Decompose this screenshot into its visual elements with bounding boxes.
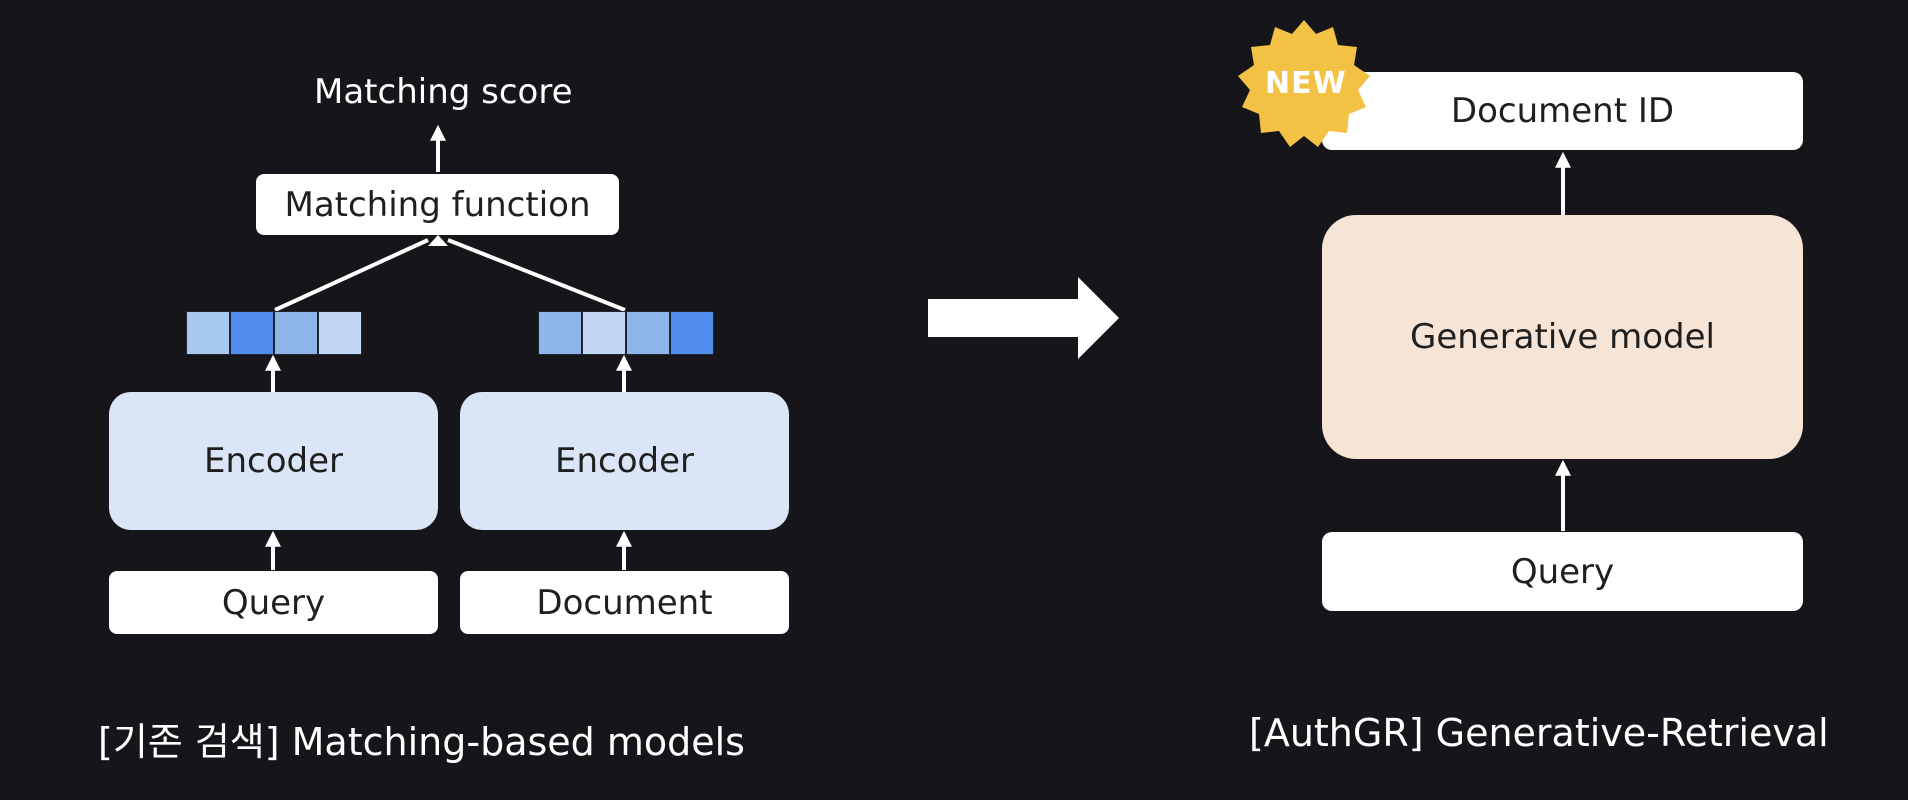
- line-left-vector-to-function: [274, 238, 429, 312]
- vector-cell: [230, 311, 274, 355]
- matching-score-label: Matching score: [314, 72, 573, 112]
- vector-cell: [186, 311, 230, 355]
- line-right-vector-to-function: [447, 238, 626, 312]
- document-input-box: Document: [460, 571, 789, 634]
- new-badge-label: NEW: [1265, 66, 1347, 101]
- vector-cell: [670, 311, 714, 355]
- vector-cell: [274, 311, 318, 355]
- vector-cell: [626, 311, 670, 355]
- document-id-box: Document ID: [1322, 72, 1803, 150]
- new-badge-icon: [1238, 20, 1370, 147]
- right-arrow-icon: [928, 277, 1119, 359]
- query-embedding-vector: [186, 311, 362, 355]
- query-encoder-box: Encoder: [109, 392, 438, 530]
- vector-cell: [318, 311, 362, 355]
- vector-cell: [538, 311, 582, 355]
- generative-retrieval-caption: [AuthGR] Generative-Retrieval: [1249, 711, 1829, 755]
- matching-based-caption: [기존 검색] Matching-based models: [98, 720, 745, 764]
- right-query-input-box: Query: [1322, 532, 1803, 611]
- arrow-into-matching-function: [428, 235, 448, 246]
- document-embedding-vector: [538, 311, 714, 355]
- document-encoder-box: Encoder: [460, 392, 789, 530]
- matching-function-box: Matching function: [256, 174, 619, 235]
- vector-cell: [582, 311, 626, 355]
- query-input-box: Query: [109, 571, 438, 634]
- generative-model-box: Generative model: [1322, 215, 1803, 459]
